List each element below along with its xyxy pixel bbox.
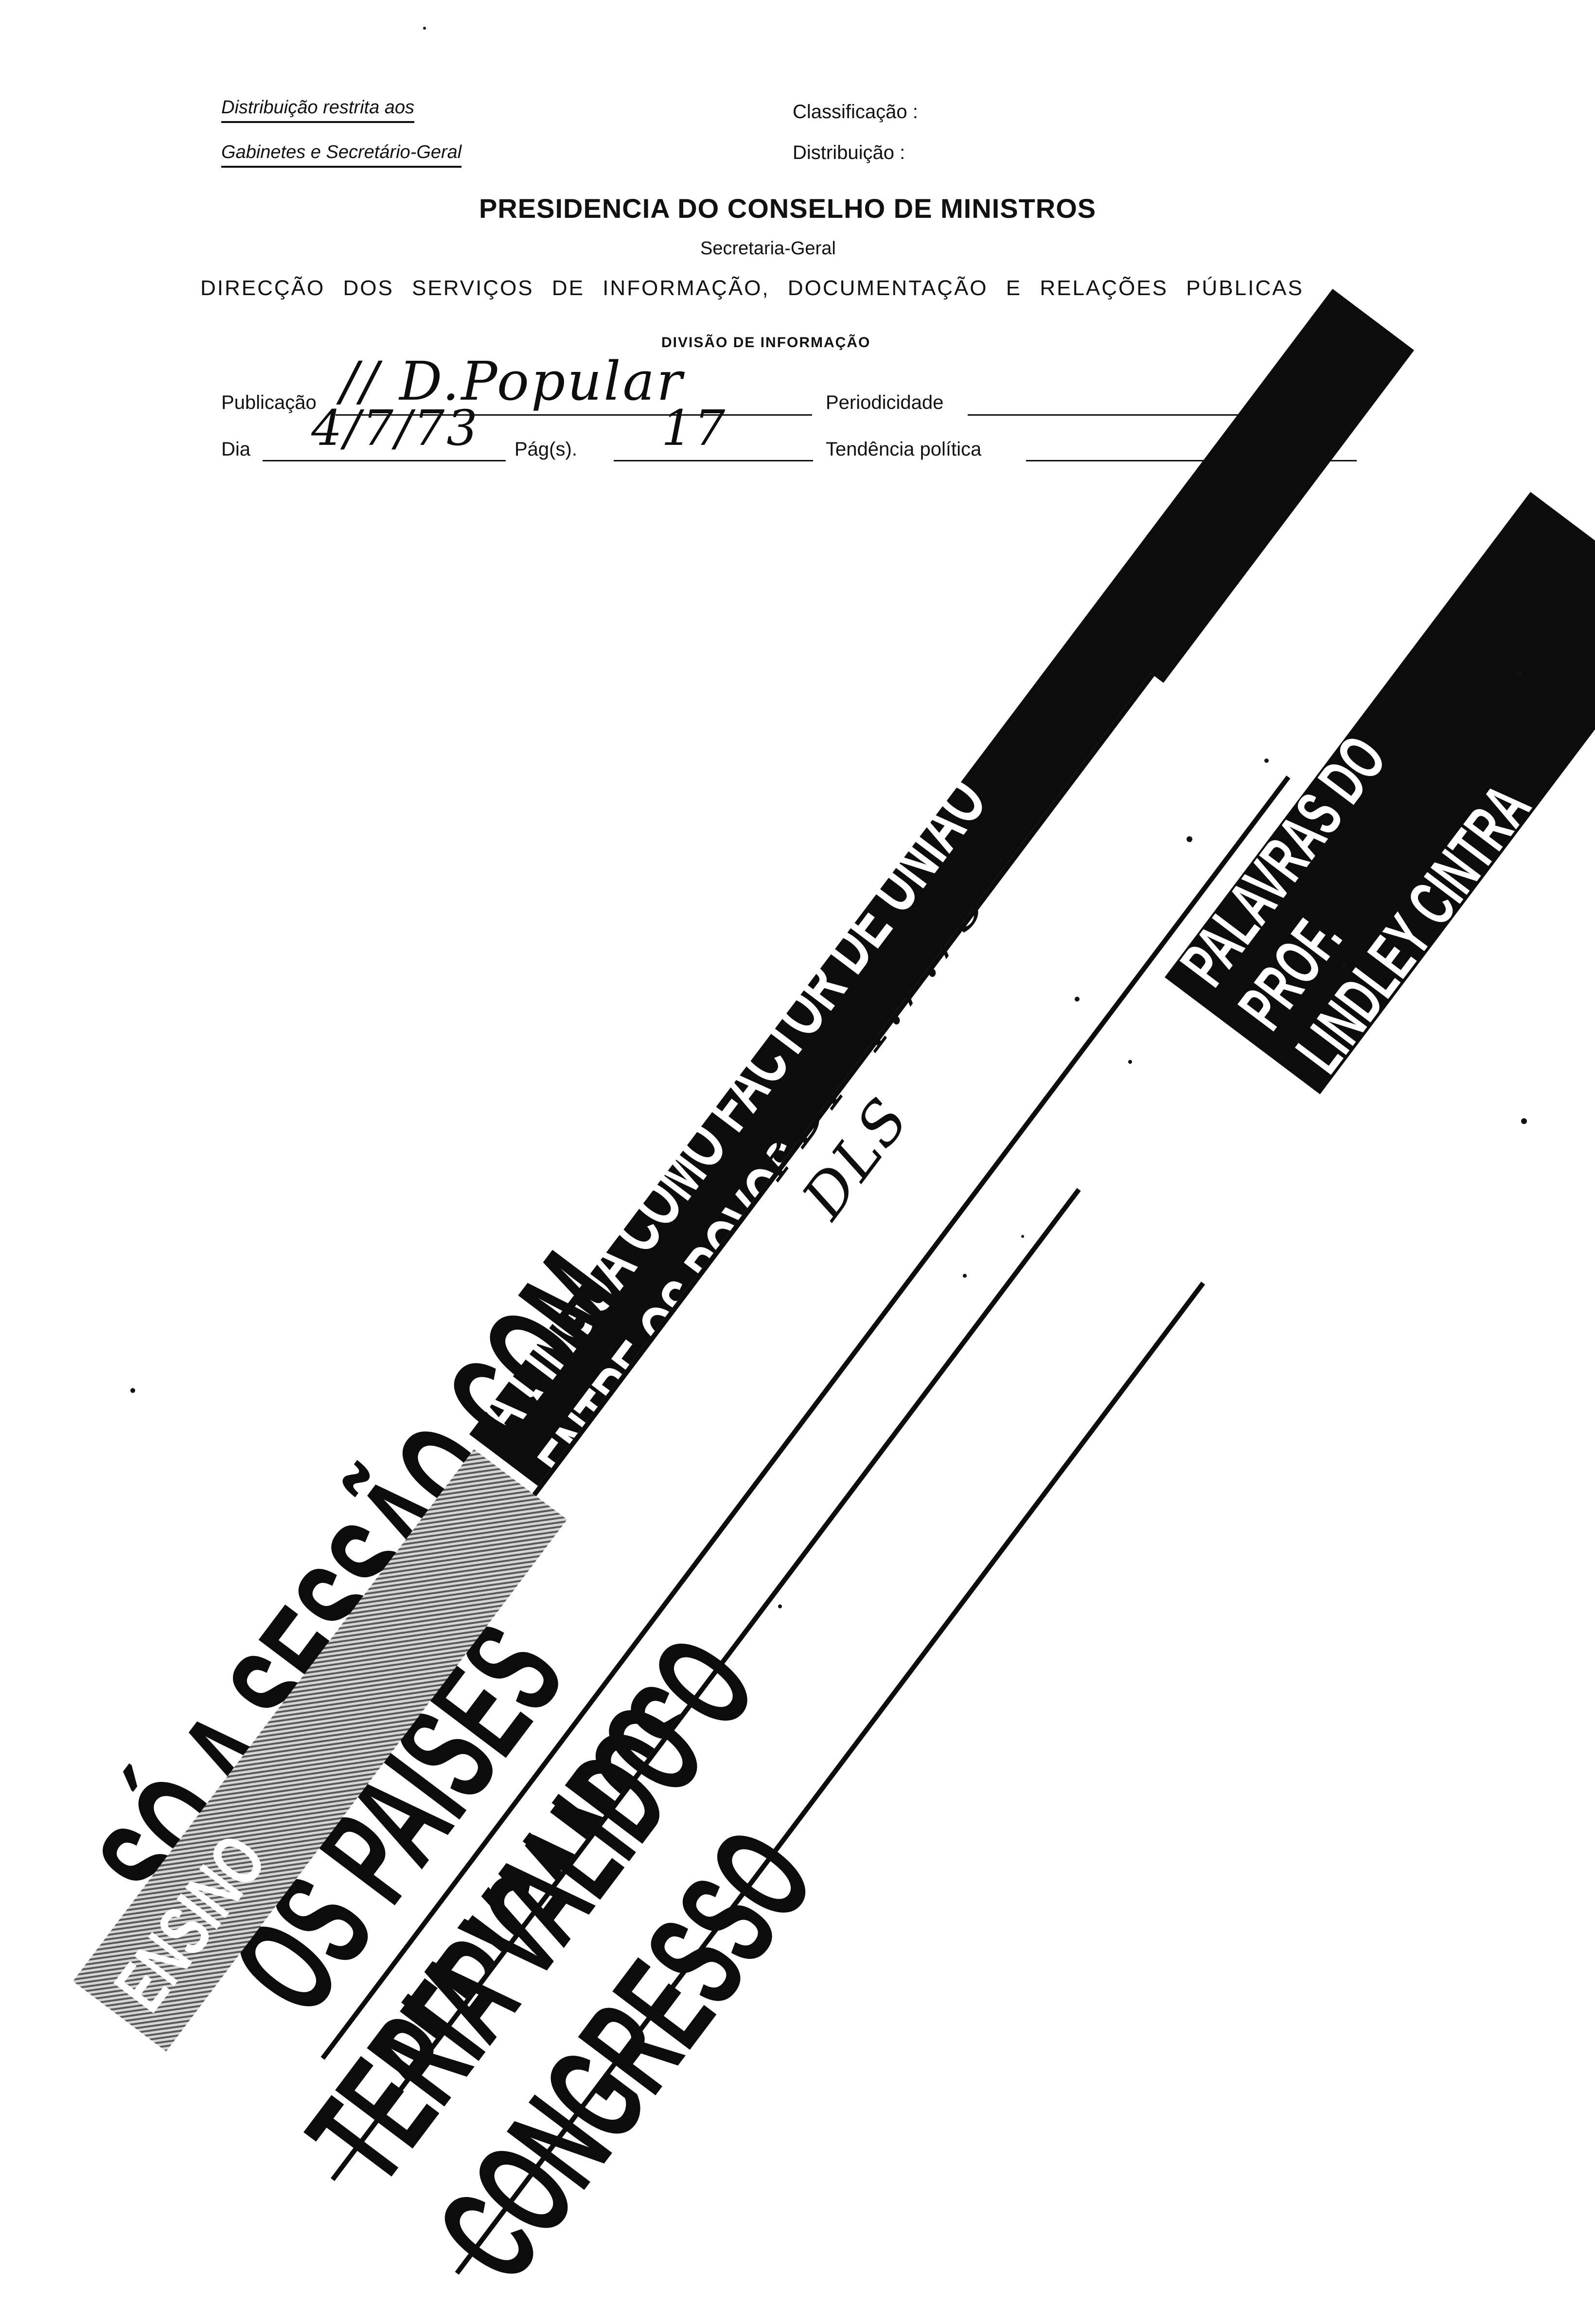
scan-speck: [1021, 1235, 1024, 1238]
scan-speck: [1264, 758, 1269, 763]
publicacao-handwritten: // D.Popular: [340, 350, 684, 412]
dia-handwritten: 4/7/73: [311, 400, 479, 457]
scan-speck: [963, 1274, 967, 1278]
pags-handwritten: 17: [661, 400, 727, 457]
page-title: PRESIDENCIA DO CONSELHO DE MINISTROS: [479, 193, 1097, 224]
periodicidade-field-line: [968, 414, 1357, 416]
scan-speck: [1342, 963, 1347, 968]
scan-speck: [130, 1388, 135, 1393]
distribution-line-1: Distribuição restrita aos: [221, 97, 415, 123]
scan-speck: [423, 27, 426, 30]
division-line: DIVISÃO DE INFORMAÇÃO: [661, 335, 871, 351]
distribuicao-label: Distribuição :: [793, 142, 905, 163]
pags-label: Pág(s).: [514, 439, 577, 460]
scan-speck: [1521, 1118, 1527, 1124]
scan-speck: [1187, 836, 1192, 842]
publicacao-field-line: [336, 414, 812, 416]
scan-speck: [1517, 671, 1522, 676]
tendencia-label: Tendência política: [826, 439, 982, 460]
dia-field-line: [263, 460, 506, 461]
page-subtitle: Secretaria-Geral: [700, 238, 836, 259]
dia-label: Dia: [221, 439, 251, 460]
scan-speck: [1128, 1060, 1132, 1064]
classificacao-label: Classificação :: [793, 101, 918, 123]
newspaper-clipping: A LÍNGUA COMO FACTOR DE UNIÃO ENTRE OS P…: [67, 27, 1595, 2307]
tendencia-field-line: [1026, 460, 1357, 461]
scan-speck: [778, 1604, 782, 1608]
pags-field-line: [614, 460, 813, 461]
periodicidade-label: Periodicidade: [826, 392, 944, 413]
publicacao-label: Publicação: [221, 392, 317, 413]
scan-speck: [1075, 997, 1080, 1002]
distribution-line-2: Gabinetes e Secretário-Geral: [221, 142, 462, 168]
department-line: DIRECÇÃO DOS SERVIÇOS DE INFORMAÇÃO, DOC…: [200, 276, 1304, 300]
